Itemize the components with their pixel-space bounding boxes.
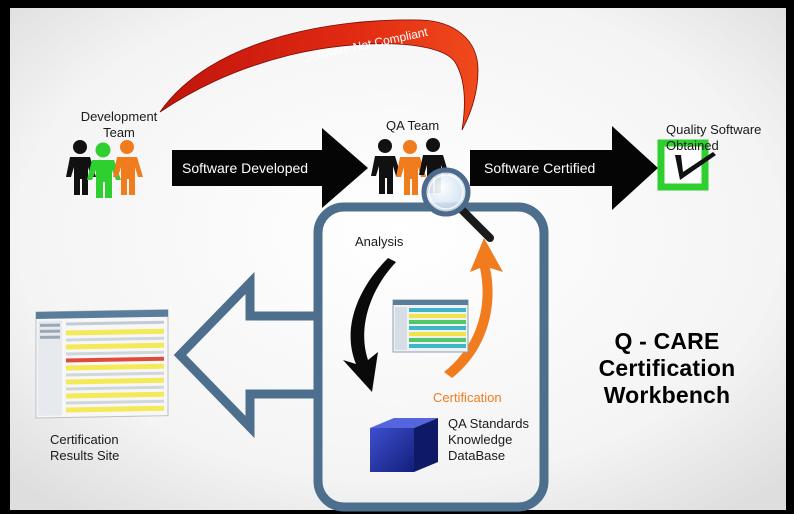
not-compliant-arrow bbox=[159, 19, 479, 131]
analysis-arrow bbox=[343, 258, 396, 392]
certification-label: Certification bbox=[433, 390, 502, 405]
development-team-icon bbox=[66, 140, 143, 198]
software-certified-label: Software Certified bbox=[484, 160, 596, 176]
software-certified-arrow bbox=[470, 126, 658, 210]
results-site-thumbnail bbox=[35, 309, 169, 419]
development-team-label: Development Team bbox=[80, 109, 158, 140]
magnifier-icon bbox=[421, 167, 494, 242]
analysis-label: Analysis bbox=[355, 234, 404, 249]
kb-label: QA Standards Knowledge DataBase bbox=[448, 416, 529, 463]
checkmark-icon bbox=[657, 139, 716, 191]
certification-arrow bbox=[444, 238, 503, 378]
software-developed-label: Software Developed bbox=[182, 160, 309, 176]
results-outline-arrow bbox=[173, 271, 318, 439]
results-site-label: Certification Results Site bbox=[50, 432, 120, 463]
qa-team-label: QA Team bbox=[386, 118, 440, 133]
quality-software-label: Quality Software Obtained bbox=[666, 122, 762, 153]
app-screenshot-thumbnail bbox=[392, 299, 469, 353]
workbench-title: Q - CARE Certification Workbench bbox=[598, 328, 736, 408]
cube-icon bbox=[370, 418, 438, 472]
software-developed-arrow bbox=[172, 128, 368, 208]
